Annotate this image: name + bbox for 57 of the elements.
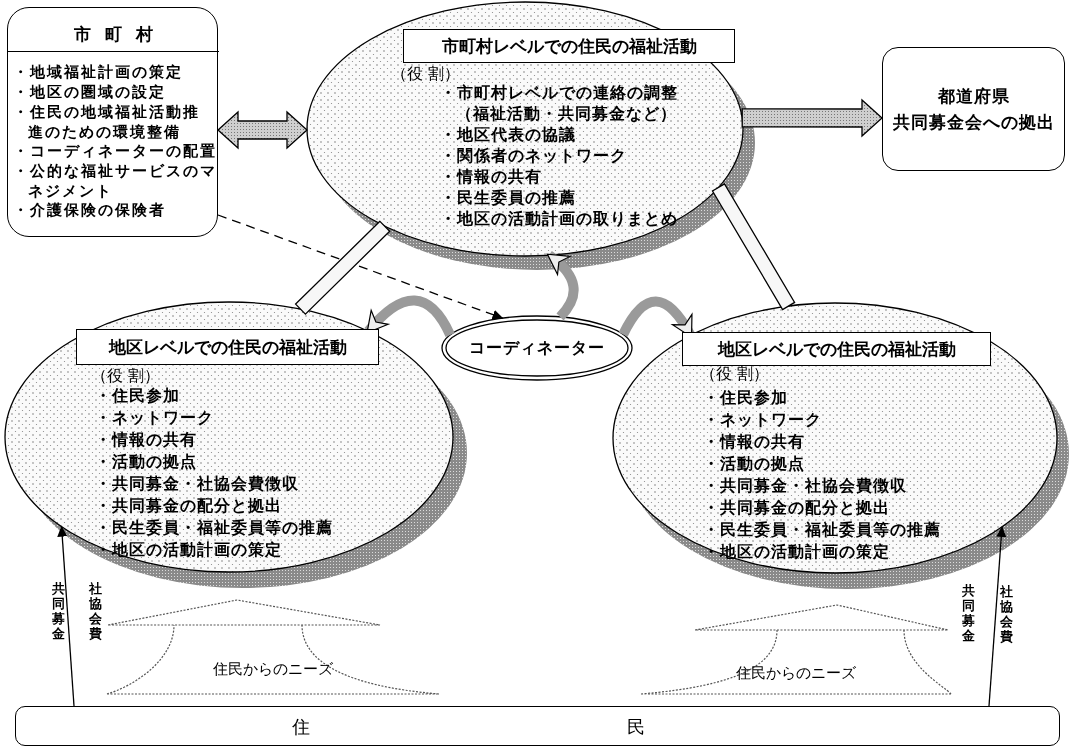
bell-label: 住民からのニーズ <box>212 660 334 679</box>
list-item: ・地区の圏域の設定 <box>13 83 167 103</box>
list-item: ・ネットワーク <box>703 409 823 431</box>
list-item: ・住民参加 <box>703 387 789 409</box>
list-item: ・市町村レベルでの連絡の調整（福祉活動・共同募金など） <box>440 82 679 124</box>
list-item: ・地区の活動計画の策定 <box>703 541 891 563</box>
connector-bar <box>711 183 796 311</box>
list-item: ・コーディネーターの配置 <box>13 142 218 162</box>
list-item: ・共同募金の配分と拠出 <box>95 495 283 517</box>
box-text: 都道府県 <box>937 85 1010 108</box>
box-text: コーディネーター <box>469 338 605 358</box>
title-box: 地区レベルでの住民の福祉活動 <box>76 329 379 365</box>
list-item: ・地区代表の協議 <box>440 124 577 145</box>
list-item: ・地域福祉計画の策定 <box>13 63 184 83</box>
list-item: ・活動の拠点 <box>95 451 198 473</box>
vertical-label: 社協会費 <box>88 581 102 641</box>
list-item: ・活動の拠点 <box>703 453 806 475</box>
list-item: ・情報の共有 <box>703 431 806 453</box>
list-item: ・民生委員・福祉委員等の推薦 <box>703 519 942 541</box>
connector-bar <box>294 220 391 315</box>
list-item: ・地区の活動計画の取りまとめ <box>440 208 679 229</box>
title-box: 地区レベルでの住民の福祉活動 <box>682 332 991 366</box>
list-item: ・ネットワーク <box>95 407 215 429</box>
list-item: ・公的な福祉サービスのマネジメント <box>13 162 218 202</box>
base-bar <box>15 706 1060 746</box>
list-item: ・介護保険の保険者 <box>13 201 167 221</box>
bar-label: 住民 <box>292 715 962 739</box>
section-label: （役 割） <box>91 366 161 387</box>
vertical-label: 共同募金 <box>961 583 975 643</box>
box-heading: 市町村 <box>8 18 219 52</box>
section-label: （役 割） <box>391 64 461 84</box>
list-item: ・関係者のネットワーク <box>440 145 628 166</box>
rounded-box <box>7 7 218 237</box>
list-item: ・住民の地域福祉活動推進のための環境整備 <box>13 103 201 143</box>
arrow <box>988 525 1007 707</box>
curved-arrow <box>364 295 455 338</box>
vertical-label: 社協会費 <box>999 584 1013 644</box>
list-item: ・共同募金・社協会費徴収 <box>95 473 300 495</box>
double-block-arrow <box>217 110 308 150</box>
list-item: ・共同募金の配分と拠出 <box>703 497 891 519</box>
bell-label: 住民からのニーズ <box>735 664 857 683</box>
dashed-arrow <box>217 214 504 320</box>
section-label: （役 割） <box>700 364 770 385</box>
curved-arrow <box>618 296 695 338</box>
rounded-box <box>882 47 1065 171</box>
list-item: ・情報の共有 <box>95 429 198 451</box>
list-item: ・住民参加 <box>95 385 181 407</box>
block-arrow <box>741 98 883 138</box>
box-text: 共同募金会への拠出 <box>892 111 1055 134</box>
title-box: 市町村レベルでの住民の福祉活動 <box>403 29 735 63</box>
list-item: ・民生委員の推薦 <box>440 187 577 208</box>
vertical-label: 共同募金 <box>51 581 65 641</box>
list-item: ・民生委員・福祉委員等の推薦 <box>95 517 334 539</box>
list-item: ・地区の活動計画の策定 <box>95 539 283 561</box>
arrow <box>57 525 75 707</box>
list-item: ・情報の共有 <box>440 166 543 187</box>
list-item: ・共同募金・社協会費徴収 <box>703 475 908 497</box>
